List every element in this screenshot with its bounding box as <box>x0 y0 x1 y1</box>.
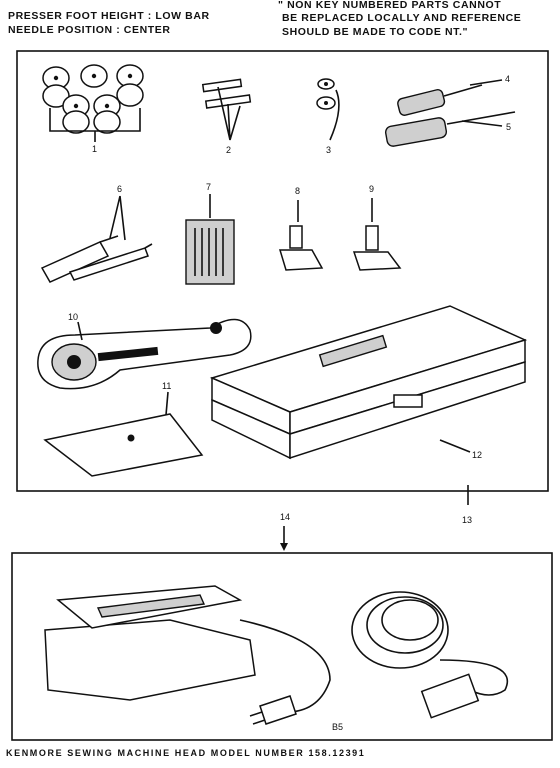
callout-10: 10 <box>68 312 79 322</box>
callout-12: 12 <box>472 450 483 460</box>
foot-control-icon <box>44 585 508 725</box>
presser-foot-height-note: PRESSER FOOT HEIGHT : LOW BAR <box>8 10 210 22</box>
callout-11: 11 <box>162 381 172 391</box>
bobbins-icon <box>42 64 144 142</box>
callout-6: 6 <box>117 184 123 194</box>
foot-control-frame <box>11 552 553 741</box>
accessory-box-icon <box>209 305 528 505</box>
callout-1: 1 <box>92 144 98 154</box>
needle-pack-icon <box>185 194 235 285</box>
callout-2: 2 <box>226 145 232 155</box>
parts-notice-line1: " NON KEY NUMBERED PARTS CANNOT <box>278 0 502 11</box>
parts-notice-line2: BE REPLACED LOCALLY AND REFERENCE <box>282 12 522 24</box>
spool-caps-icon <box>316 78 340 141</box>
callout-9: 9 <box>369 184 375 194</box>
throat-plate-icon <box>43 391 204 477</box>
callout-3: 3 <box>326 145 332 155</box>
foot-control-pointer <box>280 526 288 551</box>
needle-pins-icon <box>201 78 252 141</box>
callout-5: 5 <box>506 122 512 132</box>
callout-13: 13 <box>462 515 473 525</box>
buttonholer-icon <box>37 318 252 390</box>
callout-14: 14 <box>280 512 291 522</box>
foot-control-mark: B5 <box>332 722 344 732</box>
model-number-footer: KENMORE SEWING MACHINE HEAD MODEL NUMBER… <box>6 748 366 758</box>
needle-position-note: NEEDLE POSITION : CENTER <box>8 24 171 36</box>
parts-notice-line3: SHOULD BE MADE TO CODE NT." <box>282 26 469 38</box>
zipper-foot-icon <box>352 198 402 271</box>
callout-7: 7 <box>206 182 212 192</box>
accessories-frame <box>16 50 549 492</box>
screwdrivers-icon <box>384 79 516 147</box>
presser-foot-icon <box>278 200 324 271</box>
seam-ripper-brushes-icon <box>40 195 153 283</box>
callout-4: 4 <box>505 74 511 84</box>
callout-8: 8 <box>295 186 301 196</box>
